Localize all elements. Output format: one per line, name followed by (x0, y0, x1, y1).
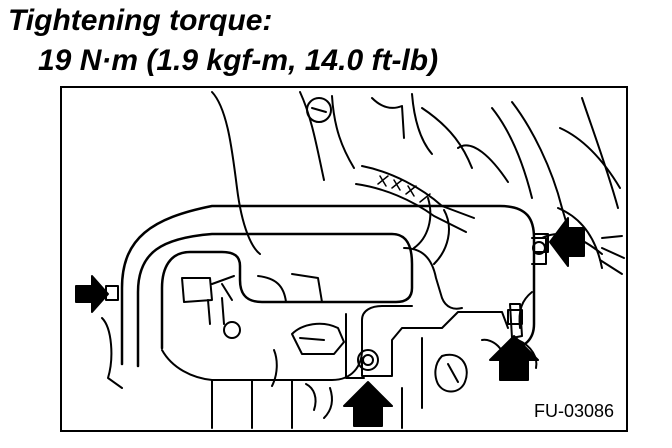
fuel-hose (355, 165, 475, 265)
arrow-right-upper (549, 217, 585, 267)
arrow-bottom-center (343, 381, 393, 427)
engine-illustration (75, 91, 625, 429)
bolts (105, 233, 549, 325)
arrow-bottom-right (489, 335, 539, 381)
manifold-and-bracket (101, 273, 509, 429)
arrow-left (75, 275, 109, 313)
figure-frame: FU-03086 (60, 86, 628, 432)
background-engine-parts (211, 91, 625, 275)
torque-value: 19 N·m (1.9 kgf-m, 14.0 ft-lb) (38, 44, 439, 77)
torque-heading: Tightening torque: (8, 4, 273, 37)
figure-code: FU-03086 (533, 401, 614, 421)
intake-duct (120, 204, 547, 369)
